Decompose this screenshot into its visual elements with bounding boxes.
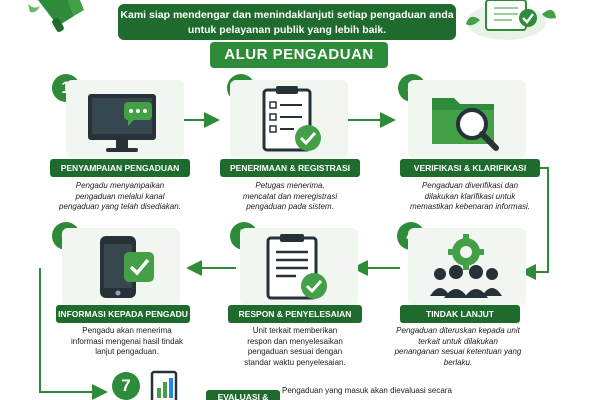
folder-search-icon bbox=[432, 98, 499, 151]
step-2-card bbox=[230, 80, 348, 158]
arrow-6-to-7 bbox=[39, 268, 108, 400]
step-7-number: 7 bbox=[112, 372, 140, 400]
intro-banner: Kami siap mendengar dan menindaklanjuti … bbox=[118, 4, 456, 40]
step-5-label: RESPON & PENYELESAIAN bbox=[228, 305, 362, 323]
clipboard-check-icon bbox=[262, 86, 321, 152]
step-2-description: Petugas menerima, mencatat dan meregistr… bbox=[242, 181, 338, 211]
step-1-description: Pengadu menyampaikan pengaduan melalui k… bbox=[59, 181, 181, 211]
step-3-description: Pengaduan diverifikasi dan dilakukan kla… bbox=[409, 181, 531, 211]
document-leaf-icon bbox=[466, 0, 556, 40]
step-4-label: TINDAK LANJUT bbox=[400, 305, 520, 323]
report-chart-icon bbox=[150, 370, 178, 400]
page-title: ALUR PENGADUAN bbox=[210, 42, 388, 68]
megaphone-icon bbox=[28, 0, 84, 32]
step-6-label: INFORMASI KEPADA PENGADU bbox=[56, 305, 190, 323]
step-5-description: Unit terkait memberikan respon dan menye… bbox=[244, 326, 346, 367]
phone-check-icon bbox=[100, 236, 154, 298]
step-3-card bbox=[408, 80, 526, 158]
arrow-3-to-4 bbox=[520, 167, 549, 280]
monitor-chat-icon bbox=[88, 94, 156, 152]
team-gear-icon bbox=[430, 234, 502, 298]
step-5-card bbox=[240, 228, 358, 306]
step-1-card bbox=[66, 80, 184, 158]
step-6-description: Pengadu akan menerima informasi mengenai… bbox=[70, 326, 184, 356]
step-7-description: Pengaduan yang masuk akan dievaluasi sec… bbox=[282, 386, 452, 395]
banner-line-2: untuk pelayanan publik yang lebih baik. bbox=[187, 24, 387, 36]
step-6-card bbox=[62, 228, 180, 306]
step-3-label: VERIFIKASI & KLARIFIKASI bbox=[400, 159, 540, 177]
step-2-label: PENERIMAAN & REGISTRASI bbox=[220, 159, 360, 177]
step-7-label: EVALUASI & bbox=[206, 390, 280, 400]
document-check-icon bbox=[266, 234, 327, 300]
banner-line-1: Kami siap mendengar dan menindaklanjuti … bbox=[120, 9, 454, 21]
step-4-description: Pengaduan diteruskan kepada unit terkait… bbox=[394, 326, 522, 367]
step-4-card bbox=[408, 228, 526, 306]
step-1-label: PENYAMPAIAN PENGADUAN bbox=[50, 159, 190, 177]
